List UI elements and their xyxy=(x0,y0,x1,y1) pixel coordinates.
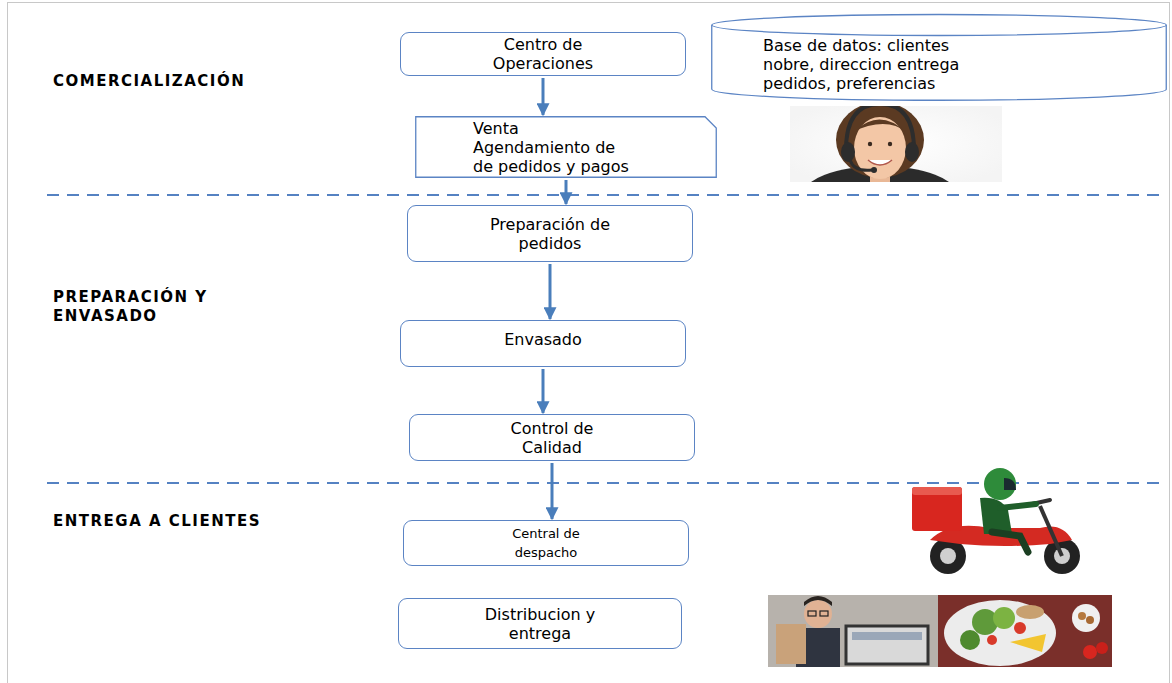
screen-bar xyxy=(852,632,922,640)
front-fork xyxy=(1040,506,1062,556)
tomato xyxy=(1014,622,1026,634)
node-text: Preparación de pedidos xyxy=(475,215,625,253)
hair xyxy=(804,596,832,606)
laptop-screen xyxy=(846,626,928,664)
photo-ground xyxy=(768,595,938,667)
eye xyxy=(868,142,872,146)
flow-arrow xyxy=(551,463,554,519)
node-text: Control de Calidad xyxy=(497,419,607,457)
bread xyxy=(1016,605,1044,619)
process-box: Distribucion y entrega xyxy=(398,598,682,649)
process-box: Centro de Operaciones xyxy=(400,32,686,76)
rider-body xyxy=(980,498,1012,534)
head xyxy=(804,600,832,628)
node-text: Distribucion y entrega xyxy=(470,605,610,643)
microphone xyxy=(871,167,877,173)
paper-bag xyxy=(776,624,806,664)
strawberry xyxy=(1083,645,1097,659)
node-text: Envasado xyxy=(468,330,618,349)
call-center-agent xyxy=(790,106,1002,182)
process-box: Control de Calidad xyxy=(409,414,695,461)
nut xyxy=(1078,612,1086,620)
glasses xyxy=(808,611,816,616)
flow-arrow xyxy=(542,78,545,115)
glasses xyxy=(820,611,828,616)
photo-ground xyxy=(938,595,1112,667)
cylinder-top xyxy=(712,15,1167,36)
visor xyxy=(1004,478,1016,490)
helmet xyxy=(984,468,1016,500)
node-text: Central de despacho xyxy=(496,524,596,562)
section-label: ENTREGA A CLIENTES xyxy=(53,512,373,531)
flow-arrow xyxy=(542,369,545,413)
cheese xyxy=(1010,634,1046,652)
node-text: Venta xyxy=(473,119,638,138)
card-box: VentaAgendamiento de de pedidos y pagos xyxy=(415,116,717,178)
lettuce xyxy=(993,607,1015,629)
flow-arrow xyxy=(565,180,568,204)
delivery-photo xyxy=(768,595,1112,667)
section-divider xyxy=(47,195,1166,483)
delivery-box xyxy=(912,487,962,531)
node-text: Centro de Operaciones xyxy=(478,35,608,73)
process-box: Central de despacho xyxy=(403,520,689,566)
lettuce xyxy=(960,630,980,650)
section-label: COMERCIALIZACIÓN xyxy=(53,72,373,91)
process-box: Preparación de pedidos xyxy=(407,205,693,262)
flow-arrow xyxy=(549,264,552,319)
earpiece xyxy=(905,142,919,162)
earpiece xyxy=(841,142,855,162)
nut xyxy=(1086,616,1094,624)
hair xyxy=(836,106,924,178)
tomato xyxy=(987,635,997,645)
small-bowl xyxy=(1072,604,1100,632)
card-outline-path xyxy=(416,117,717,178)
microphone-boom xyxy=(850,160,872,170)
smile xyxy=(868,160,892,165)
rider-arm xyxy=(1000,504,1036,508)
dashed-line xyxy=(47,194,1166,196)
node-text: Base de datos: clientes nobre, direccion… xyxy=(763,36,995,93)
headset-band xyxy=(846,106,914,150)
page-frame xyxy=(8,3,1170,683)
wheel-hub xyxy=(940,548,956,564)
fringe xyxy=(856,119,906,132)
section-label: PREPARACIÓN Y ENVASADO xyxy=(53,288,293,326)
bowl xyxy=(944,600,1056,666)
box-lid xyxy=(912,487,962,495)
database-cylinder: Base de datos: clientes nobre, direccion… xyxy=(711,14,1167,101)
cylinder-body xyxy=(712,25,1167,100)
eye xyxy=(888,142,892,146)
process-box: Envasado xyxy=(400,320,686,367)
rider-leg xyxy=(992,532,1028,552)
strawberry xyxy=(1096,642,1108,654)
node-text: Agendamiento de de pedidos y pagos xyxy=(473,138,638,176)
delivery-motorcycle xyxy=(912,468,1080,574)
